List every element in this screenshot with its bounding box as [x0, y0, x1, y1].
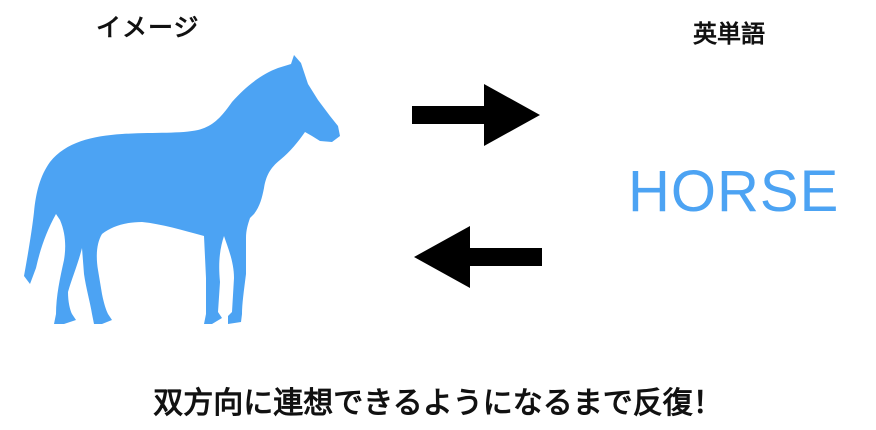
arrow-right-icon — [412, 84, 542, 146]
english-word-label: 英単語 — [693, 20, 765, 48]
image-label: イメージ — [96, 13, 200, 42]
caption-text: 双方向に連想できるようになるまで反復！ — [153, 386, 723, 421]
arrow-left-icon — [412, 226, 542, 288]
english-word-horse: HORSE — [628, 159, 840, 224]
horse-icon — [22, 52, 342, 332]
